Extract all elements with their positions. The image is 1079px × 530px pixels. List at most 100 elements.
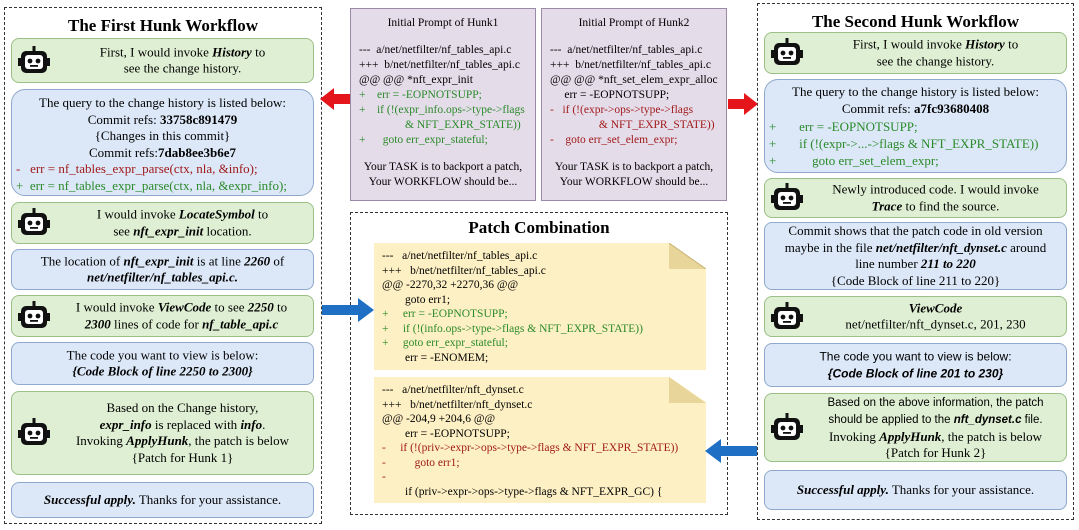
text: First, I would invoke — [852, 36, 966, 52]
trace-result: Commit shows that the patch code in old … — [764, 222, 1067, 290]
robot-icon — [771, 183, 803, 210]
symbol: info — [240, 416, 263, 432]
blue-arrow-left — [705, 439, 757, 463]
agent-message-viewcode: I would invoke ViewCode to see 2250 to 2… — [11, 295, 314, 337]
robot-icon — [18, 208, 50, 235]
prompt-title: Initial Prompt of Hunk2 — [578, 17, 690, 29]
code-line: +++ b/net/netfilter/nf_tables_api.c — [359, 59, 520, 71]
text: see the change history. — [876, 53, 995, 68]
tool-name: ViewCode — [157, 299, 212, 315]
text: of — [270, 253, 285, 268]
page-fold-icon — [669, 377, 706, 403]
history-result: The query to the change history is liste… — [11, 89, 314, 196]
added-line: + goto err_set_elem_expr; — [769, 153, 939, 168]
code-line: err = -EOPNOTSUPP; — [382, 427, 510, 440]
code-line: & NFT_EXPR_STATE)) — [359, 119, 521, 131]
second-hunk-panel: The Second Hunk Workflow First, I would … — [757, 3, 1074, 520]
agent-message-applyhunk: Based on the above information, the patc… — [764, 393, 1067, 462]
text: Commit refs: — [87, 111, 160, 127]
added-line: + if (!(expr->...->flags & NFT_EXPR_STAT… — [769, 136, 1039, 151]
tool-name: History — [212, 44, 252, 59]
text: to see — [211, 299, 248, 315]
code-line: @@ @@ *nft_expr_init — [359, 74, 473, 86]
text: is at line — [193, 253, 245, 268]
text: The code you want to view is below: — [819, 349, 1012, 364]
code-line: err = -ENOMEM; — [382, 351, 489, 364]
removed-line: - err = nf_tables_expr_parse(ctx, nla, &… — [16, 161, 258, 176]
agent-message-locate: I would invoke LocateSymbol to see nft_e… — [11, 202, 314, 244]
commit-ref: 33758c891479 — [159, 111, 238, 127]
text: Commit shows that the patch code in old … — [788, 223, 1043, 238]
commit-ref: a7fc93680408 — [914, 100, 990, 116]
patch-combination-panel: Patch Combination --- a/net/netfilter/nf… — [350, 212, 728, 515]
status: Successful apply. — [43, 491, 136, 507]
robot-icon — [771, 412, 803, 440]
text: The code you want to view is below: — [66, 347, 259, 362]
apply-result: Successful apply. Thanks for your assist… — [11, 482, 314, 518]
first-hunk-title: The First Hunk Workflow — [67, 16, 259, 35]
agent-message-history: First, I would invoke History to see the… — [764, 32, 1067, 74]
text: maybe in the file — [784, 239, 876, 255]
text: The location of — [40, 253, 124, 268]
agent-message-history: First, I would invoke History to see the… — [11, 38, 314, 83]
viewcode-result: The code you want to view is below: {Cod… — [11, 342, 314, 385]
symbol: nft_expr_init — [133, 223, 204, 238]
text: to find the source. — [902, 198, 1000, 213]
text: The query to the change history is liste… — [39, 95, 286, 110]
text: location. — [203, 223, 252, 238]
text: The query to the change history is liste… — [792, 84, 1039, 99]
text: , the patch is below — [941, 428, 1043, 444]
file-path: nft_dynset.c — [953, 414, 1022, 426]
text: is replaced with — [151, 416, 241, 432]
patch-combination-title: Patch Combination — [468, 218, 610, 237]
text: {Patch for Hunk 2} — [884, 445, 987, 460]
code-line: & NFT_EXPR_STATE)) — [550, 119, 715, 131]
code-line: - if (!(priv->expr->ops->type->flags & N… — [382, 442, 679, 454]
code-line: - if (!(expr->ops->type->flags — [550, 104, 694, 116]
tool-name: ApplyHunk — [879, 428, 942, 444]
code-line: +++ b/net/netfilter/nf_tables_api.c — [550, 59, 711, 71]
second-hunk-title: The Second Hunk Workflow — [811, 12, 1020, 31]
text: line number — [855, 256, 921, 271]
code-line: --- a/net/netfilter/nf_tables_api.c — [359, 44, 512, 56]
tool-name: LocateSymbol — [178, 206, 255, 222]
text: I would invoke — [75, 299, 158, 315]
symbol: expr_info — [99, 416, 152, 432]
agent-message-applyhunk: Based on the Change history, expr_info i… — [11, 391, 314, 475]
text: net/netfilter/nft_dynset.c, 201, 230 — [845, 316, 1026, 332]
history-result: The query to the change history is liste… — [764, 79, 1067, 173]
text: Invoking — [828, 428, 880, 444]
code-line: - goto err1; — [382, 456, 460, 469]
code-line: --- a/net/netfilter/nf_tables_api.c — [382, 250, 538, 262]
tool-name: ViewCode — [908, 300, 963, 315]
code-line: +++ b/net/netfilter/nf_tables_api.c — [382, 264, 546, 277]
code-line: + if (!(info.ops->type->flags & NFT_EXPR… — [382, 322, 643, 335]
tool-name: Trace — [871, 198, 903, 213]
added-line: + err = -EOPNOTSUPP; — [769, 119, 918, 134]
tool-name: History — [965, 36, 1005, 52]
text: I would invoke — [96, 206, 179, 222]
code-line: if (priv->expr->ops->type->flags & NFT_E… — [382, 485, 663, 498]
code-block: {Code Block of line 2250 to 2300} — [72, 363, 253, 379]
text: Thanks for your assistance. — [135, 491, 282, 507]
text: see — [113, 223, 134, 238]
agent-message-trace: Newly introduced code. I would invoke Tr… — [764, 178, 1067, 218]
text: to — [254, 206, 269, 222]
first-hunk-panel: The First Hunk Workflow First, I would i… — [4, 7, 322, 524]
text: Commit refs: — [841, 100, 915, 116]
code-line: @@ -2270,32 +2270,36 @@ — [382, 279, 519, 291]
text: Newly introduced code. I would invoke — [832, 181, 1039, 197]
text: . — [262, 416, 266, 432]
locate-result: The location of nft_expr_init is at line… — [11, 249, 314, 290]
apply-result: Successful apply. Thanks for your assist… — [764, 470, 1067, 510]
text: lines of code for — [110, 316, 203, 331]
line-range: 211 to 220 — [920, 256, 976, 271]
line-number: 2260 — [244, 253, 271, 268]
code-line: err = -EOPNOTSUPP; — [550, 89, 670, 101]
hunk2-prompt: Initial Prompt of Hunk2 --- a/net/netfil… — [541, 8, 727, 201]
text: {Code Block of line 211 to 220} — [830, 272, 1001, 288]
text: to — [1004, 36, 1019, 52]
code-line: + err = -EOPNOTSUPP; — [359, 89, 482, 101]
text: Based on the above information, the patc… — [827, 396, 1044, 409]
code-line: + goto err_expr_stateful; — [359, 134, 488, 146]
